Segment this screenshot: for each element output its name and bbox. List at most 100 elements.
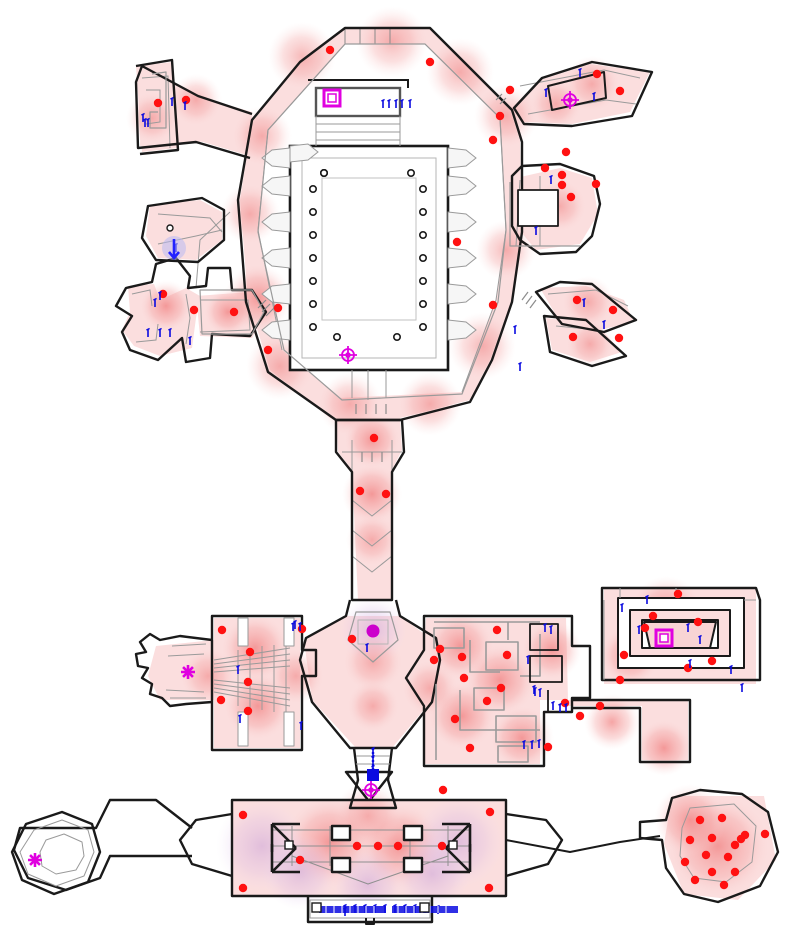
monster-marker [614, 333, 624, 343]
monster-marker [245, 647, 255, 657]
teleport-south-icon[interactable] [362, 781, 380, 799]
item-marker [549, 174, 553, 184]
item-marker [143, 117, 147, 127]
monster-marker [238, 810, 248, 820]
monster-marker [295, 855, 305, 865]
nw-corridor-wall[interactable] [134, 64, 253, 160]
ne-wedge-platform[interactable] [547, 71, 607, 111]
teleport-ne-icon[interactable] [561, 91, 579, 109]
hub-teleport-line [367, 748, 379, 781]
item-marker [188, 335, 192, 345]
monster-marker [263, 345, 273, 355]
key-star-octagon-icon[interactable] [28, 853, 42, 867]
monster-marker [189, 305, 199, 315]
monster-marker [325, 45, 335, 55]
player-start-layer[interactable] [162, 236, 186, 261]
item-marker [522, 739, 526, 749]
east-vault-guide [509, 182, 580, 247]
depot-crate-left[interactable] [311, 902, 322, 913]
ammo-depot-exit[interactable] [365, 918, 375, 925]
nw-room-wall[interactable] [135, 58, 180, 156]
south-hall-east-wing[interactable] [505, 812, 564, 878]
monster-marker [707, 656, 717, 666]
spiral-outer-wall[interactable] [600, 586, 762, 682]
south-hall-wall[interactable] [230, 798, 508, 898]
hall-crate-group[interactable] [284, 840, 458, 850]
hub-teleport-pad[interactable] [367, 769, 379, 781]
north-altar-lip [308, 79, 409, 88]
item-marker [293, 619, 297, 629]
monster-marker [181, 95, 191, 105]
player-start-marker[interactable] [168, 239, 180, 261]
south-hall-west-wing[interactable] [178, 812, 233, 878]
monster-marker [485, 807, 495, 817]
item-marker [141, 112, 145, 122]
item-marker [400, 98, 404, 108]
ne-wedge-wall[interactable] [512, 60, 654, 128]
north-cathedral[interactable] [261, 28, 477, 400]
door-marker-layer[interactable] [257, 93, 537, 462]
teleport-marker-layer[interactable] [339, 91, 579, 799]
monster-marker [568, 332, 578, 342]
claw-alcove-wall[interactable] [134, 632, 213, 708]
key-marker-layer[interactable] [28, 88, 674, 867]
east-vault-inner-block[interactable] [517, 189, 559, 227]
monster-marker [723, 852, 733, 862]
item-marker [582, 297, 586, 307]
monster-marker [484, 883, 494, 893]
key-square-north-icon[interactable] [322, 88, 342, 108]
south-hall-pods[interactable] [330, 824, 424, 874]
item-marker [183, 100, 187, 110]
key-sphere-hub-icon[interactable] [366, 624, 380, 638]
monster-marker [615, 86, 625, 96]
monster-marker [297, 624, 307, 634]
monster-marker [673, 589, 683, 599]
west-octagon-wall[interactable] [10, 810, 102, 896]
outer-ring-wall[interactable] [236, 26, 524, 422]
monster-marker [495, 111, 505, 121]
se-arrow-wall-a[interactable] [534, 280, 638, 334]
item-marker [381, 98, 385, 108]
item-marker [592, 91, 596, 101]
monster-marker [505, 85, 515, 95]
depot-crate-right[interactable] [419, 902, 430, 913]
monster-marker [457, 652, 467, 662]
east-maze-wall[interactable] [404, 614, 592, 768]
monster-marker [492, 625, 502, 635]
monster-marker [595, 701, 605, 711]
monster-marker [355, 486, 365, 496]
item-marker [551, 700, 555, 710]
north-gate-bars [344, 28, 391, 44]
item-marker [740, 682, 744, 692]
item-marker [518, 361, 522, 371]
monster-marker [740, 830, 750, 840]
monster-marker [488, 300, 498, 310]
monster-marker [557, 170, 567, 180]
monster-pit-wall[interactable] [638, 788, 780, 904]
west-corridor-wall[interactable] [12, 798, 193, 892]
monster-marker [352, 841, 362, 851]
item-marker [153, 297, 157, 307]
player-start-room-wall[interactable] [140, 196, 226, 264]
west-cross-wall[interactable] [114, 256, 268, 364]
monster-marker [216, 695, 226, 705]
pillar-group [308, 169, 427, 341]
item-marker [538, 687, 542, 697]
key-square-spiral-icon[interactable] [654, 628, 674, 648]
west-cross-inner [199, 289, 265, 335]
item-marker [549, 624, 553, 634]
monster-marker [683, 663, 693, 673]
teleport-central-icon[interactable] [339, 346, 357, 364]
se-arrow-wall-b[interactable] [542, 314, 628, 368]
monster-marker [543, 742, 553, 752]
l-corridor-wall[interactable] [572, 698, 692, 764]
key-star-claw-icon[interactable] [181, 665, 195, 679]
grand-corridor-wall[interactable] [334, 418, 406, 602]
item-marker [513, 324, 517, 334]
monster-marker [482, 696, 492, 706]
item-marker [168, 327, 172, 337]
monster-marker [496, 683, 506, 693]
north-altar-alcove[interactable] [314, 86, 402, 118]
